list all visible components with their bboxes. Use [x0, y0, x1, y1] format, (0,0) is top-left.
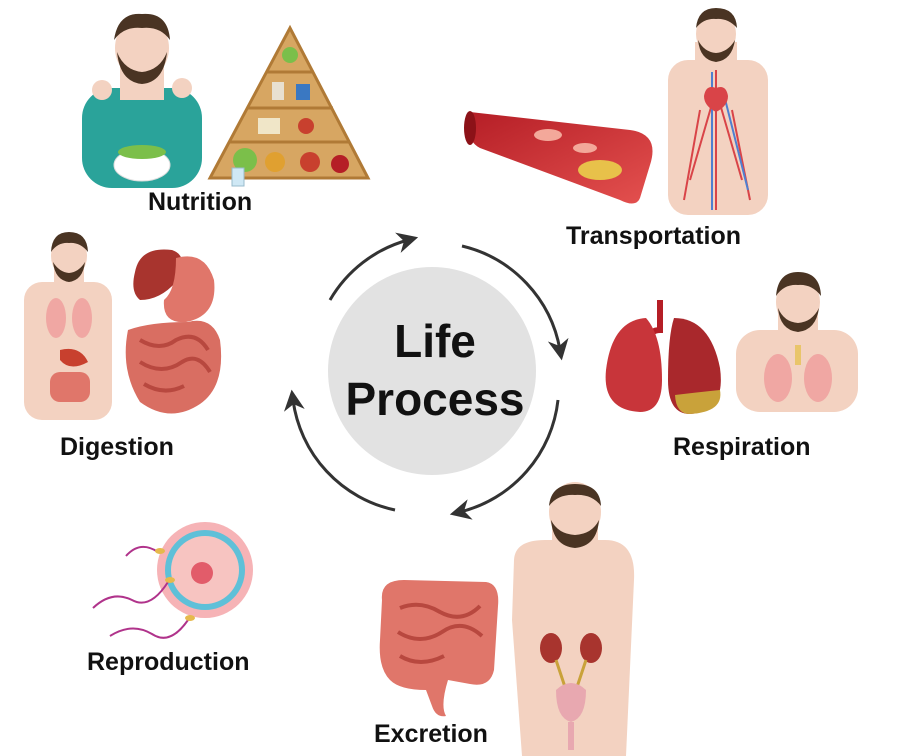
- excretion-person-icon: [512, 482, 635, 756]
- nutrition-person-icon: [82, 13, 202, 188]
- label-respiration: Respiration: [673, 433, 811, 461]
- center-title-line2: Process: [345, 373, 525, 425]
- stomach-icon: [125, 249, 222, 414]
- label-reproduction: Reproduction: [87, 648, 250, 676]
- digestion-person-icon: [24, 232, 112, 420]
- cycle-arrows: [283, 232, 569, 520]
- egg-cell-icon: [157, 522, 253, 618]
- arrow-left: [283, 389, 396, 512]
- arrow-right: [461, 244, 569, 361]
- label-nutrition: Nutrition: [148, 188, 253, 216]
- label-transportation: Transportation: [566, 222, 742, 250]
- sperm-icon: [92, 545, 189, 639]
- center-circle: [328, 267, 536, 475]
- blood-vessel-icon: [464, 111, 653, 204]
- sperm-head-icon: [155, 548, 165, 554]
- arrow-bottom: [449, 399, 560, 520]
- sperm-head-icon: [185, 615, 195, 621]
- circulatory-person-icon: [668, 8, 768, 215]
- label-digestion: Digestion: [60, 433, 174, 461]
- intestine-icon: [379, 580, 499, 717]
- sperm-head-icon: [165, 577, 175, 583]
- food-pyramid-icon: [207, 24, 371, 187]
- respiration-person-icon: [736, 272, 858, 412]
- arrow-top: [328, 232, 419, 301]
- lungs-icon: [605, 300, 721, 414]
- center-title-line1: Life: [394, 315, 476, 367]
- label-excretion: Excretion: [374, 720, 488, 748]
